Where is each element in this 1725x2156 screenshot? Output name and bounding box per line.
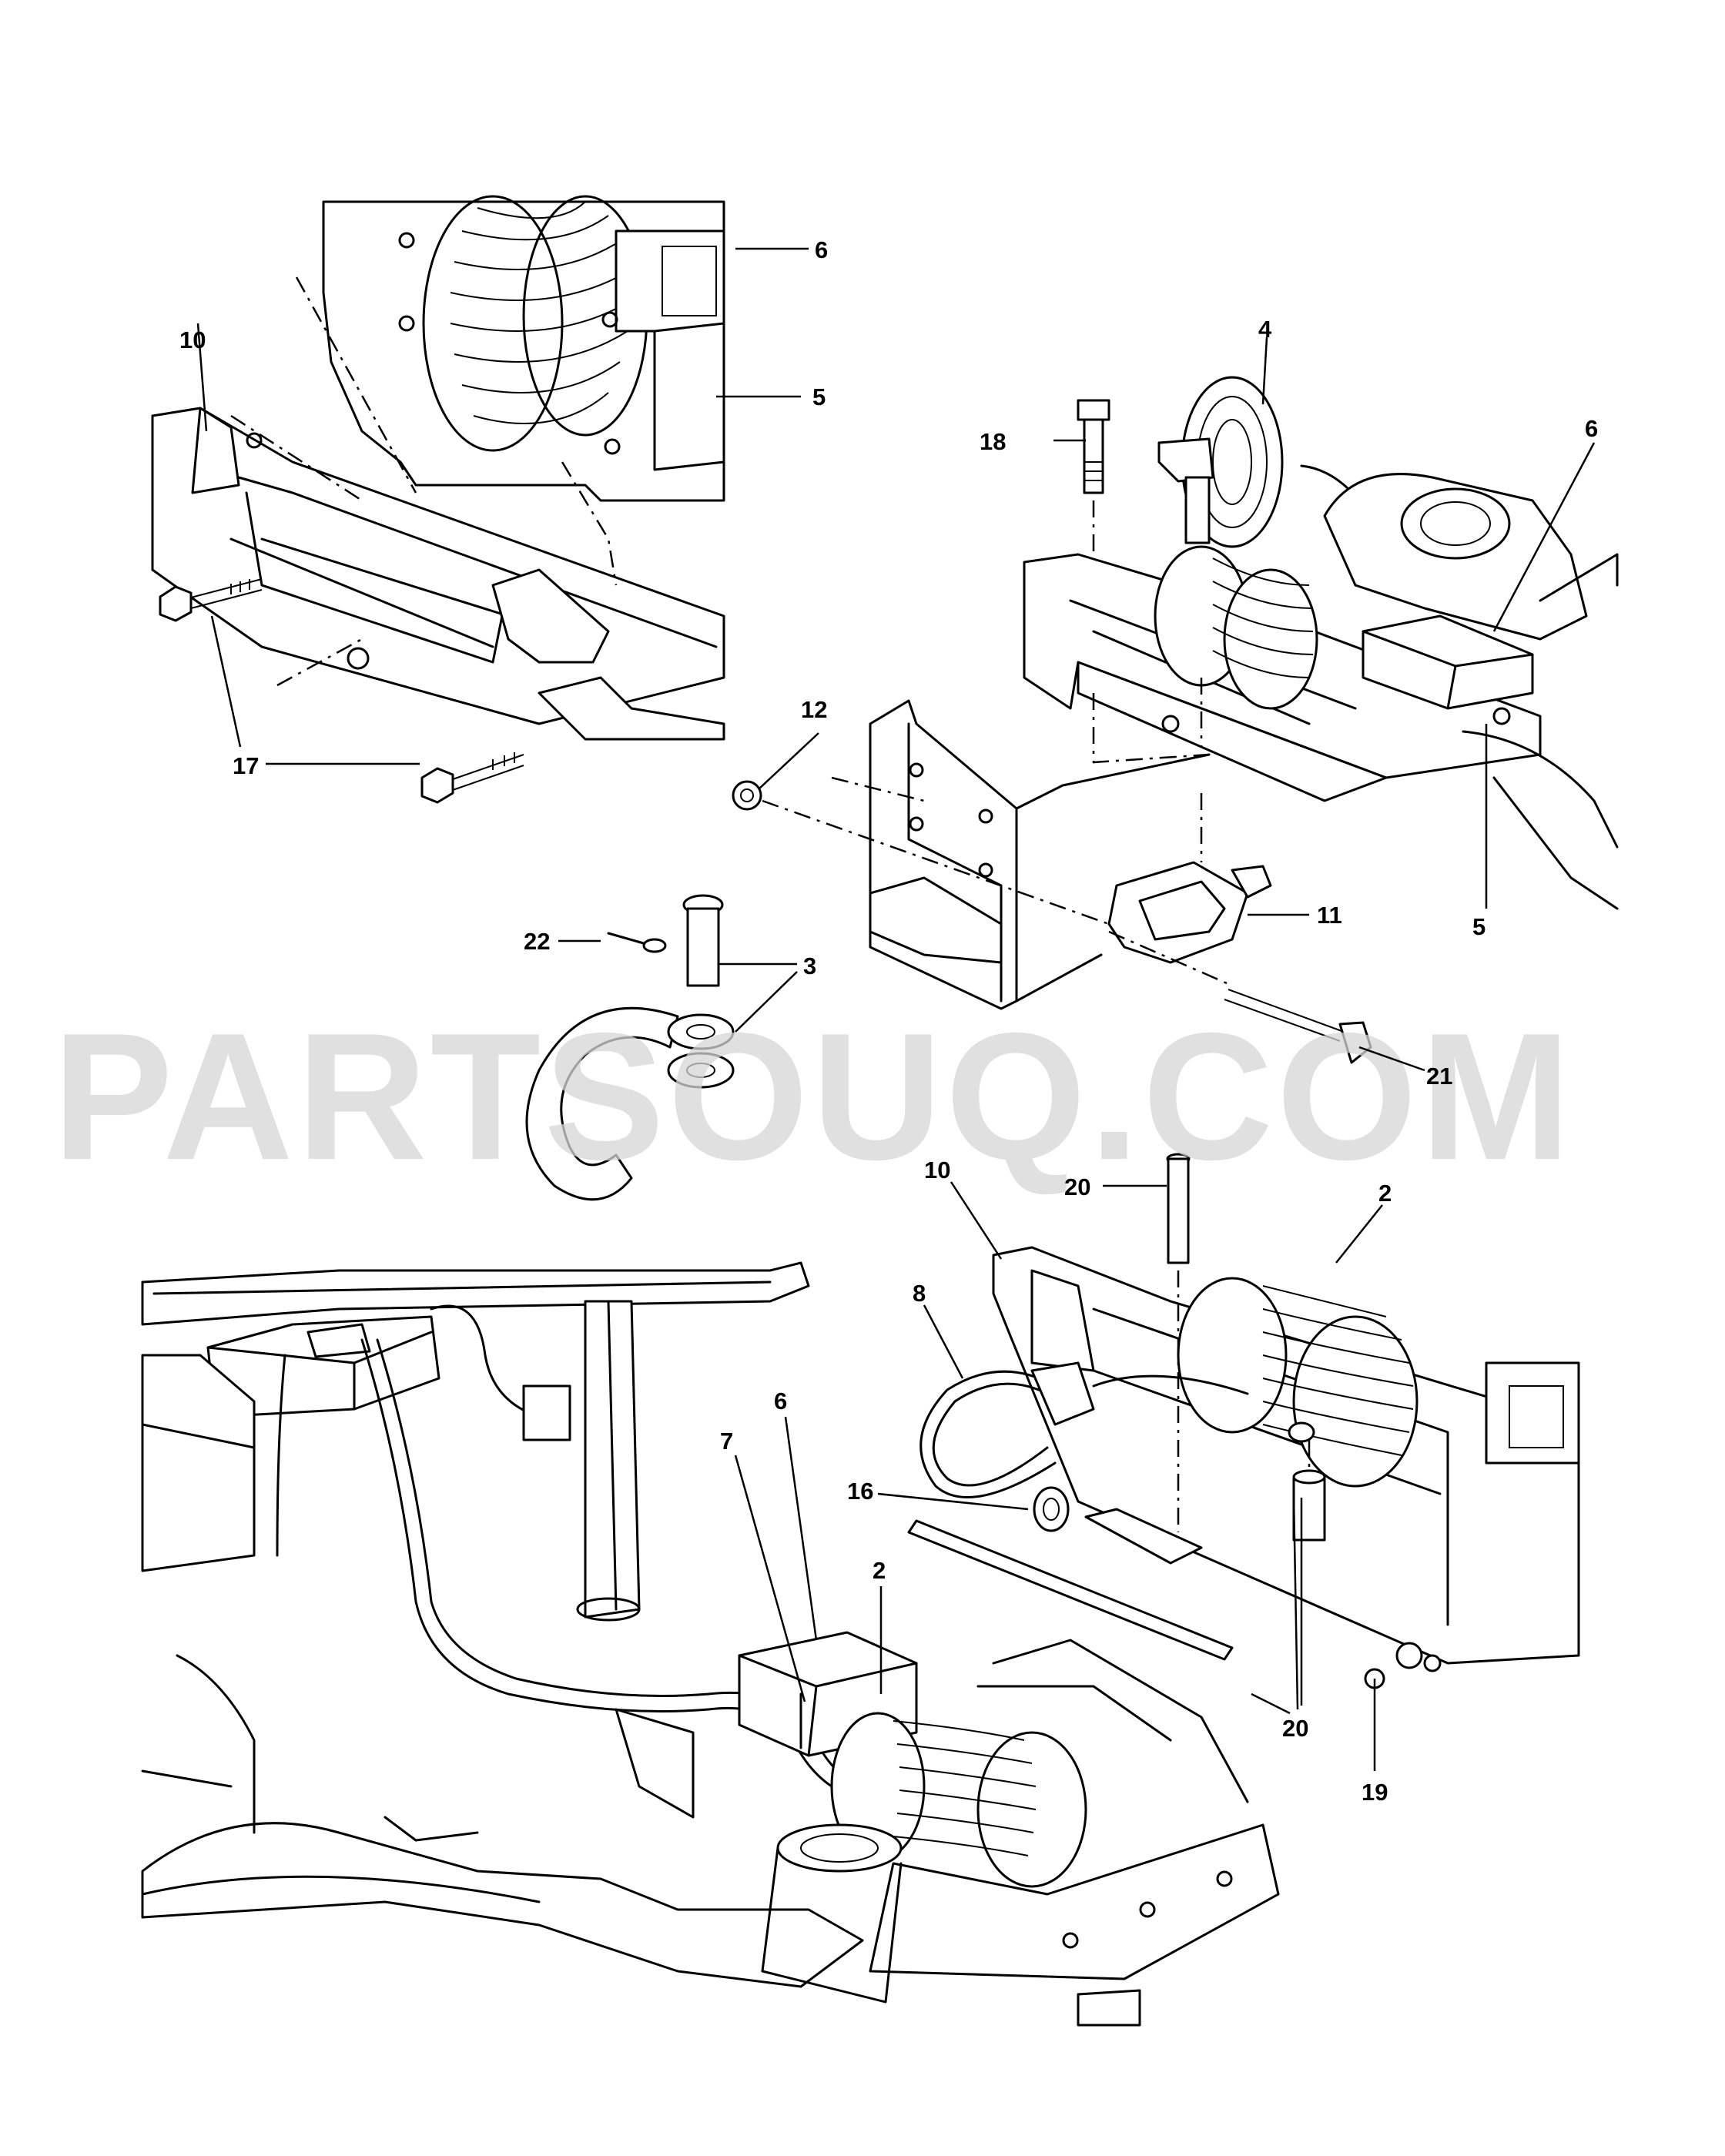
callout-10-top-left: 10 (179, 326, 206, 353)
callout-17: 17 (233, 752, 259, 779)
rope-loop-8 (919, 1361, 1249, 1499)
callout-4: 4 (1258, 316, 1272, 343)
nut-12 (732, 780, 762, 811)
callout-6-top-right: 6 (1585, 415, 1598, 442)
callout-6-bottom: 6 (774, 1388, 787, 1414)
callout-22: 22 (524, 928, 550, 955)
bolt-17-upper (159, 578, 263, 622)
callout-10-middle-right: 10 (924, 1157, 950, 1183)
callout-2-middle-right: 2 (1378, 1180, 1392, 1207)
callout-3: 3 (803, 952, 816, 979)
callout-leaders (196, 247, 1596, 1771)
cotter-pin-22 (607, 932, 667, 953)
callout-5-top-right: 5 (1472, 913, 1486, 940)
callout-5-top-left: 5 (812, 383, 826, 410)
callout-12: 12 (801, 696, 827, 723)
hook-shackle (525, 1006, 735, 1201)
callout-6-winch-top-left: 6 (815, 236, 828, 263)
bracket-11 (1107, 861, 1272, 964)
remote-control-4 (1157, 376, 1372, 548)
pin-20-top (1166, 1153, 1191, 1264)
winch-assembly-top-right (1023, 376, 1619, 910)
bolt-18 (1077, 399, 1110, 554)
bushing-16 (1033, 1486, 1070, 1532)
winch-assembly-middle-right (907, 1153, 1580, 1689)
winch-assembly-top-left (151, 195, 725, 804)
callout-labels: 6 5 10 17 4 18 6 12 11 5 22 3 21 20 2 10… (179, 236, 1598, 1806)
callout-20-pin: 20 (1064, 1173, 1090, 1200)
bolt-21 (1224, 989, 1372, 1064)
pin-3 (682, 894, 724, 987)
callout-2-bottom: 2 (873, 1557, 886, 1584)
callout-16: 16 (847, 1478, 873, 1505)
callout-20-bushings: 20 (1282, 1715, 1308, 1742)
watermark-text: PARTSOUQ.COM (52, 995, 1574, 1197)
clip-19 (1364, 1642, 1442, 1689)
frame-installation-bottom (141, 1261, 1280, 2027)
callout-18: 18 (980, 428, 1006, 455)
callout-7: 7 (720, 1428, 733, 1455)
callout-8: 8 (913, 1280, 926, 1307)
mount-plate-group (525, 699, 1372, 1201)
callout-19: 19 (1362, 1779, 1388, 1806)
callout-11: 11 (1317, 902, 1342, 929)
bolt-17-lower (420, 752, 524, 804)
callout-21: 21 (1426, 1063, 1452, 1090)
